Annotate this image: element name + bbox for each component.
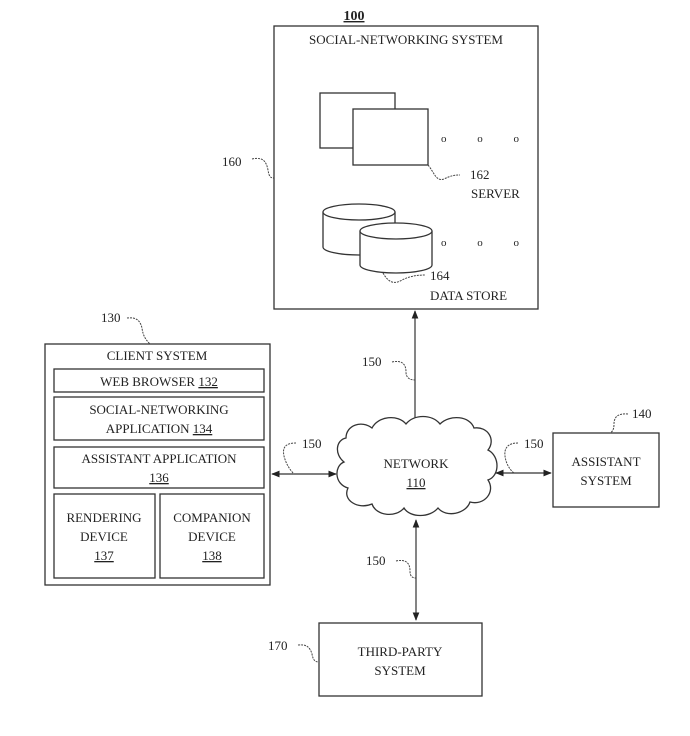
ref-164-leader <box>382 272 426 283</box>
server-ellipsis: o o o <box>441 133 533 145</box>
social-networking-app-line1: SOCIAL-NETWORKING <box>89 402 228 417</box>
link-ref-right: 150 <box>524 436 544 451</box>
assistant-application-ref: 136 <box>149 470 169 485</box>
server-ref: 162 <box>470 167 490 182</box>
data-store-ref: 164 <box>430 268 450 283</box>
figure-number: 100 <box>344 9 365 24</box>
web-browser-box <box>53 368 265 393</box>
ref-160-leader <box>251 157 275 179</box>
link-ref-bottom-leader <box>395 560 417 579</box>
social-networking-app-box <box>53 396 265 441</box>
data-store-ellipsis: o o o <box>441 237 533 249</box>
server-label: SERVER <box>471 186 520 201</box>
server-icon <box>352 108 429 166</box>
ref-140-leader <box>609 413 629 434</box>
third-party-system-ref: 170 <box>268 638 288 653</box>
ref-162-leader <box>427 164 461 181</box>
companion-device-line1: COMPANION <box>173 510 251 525</box>
ref-170-leader <box>297 644 320 663</box>
assistant-system-box <box>552 432 660 508</box>
companion-device-line2: DEVICE <box>188 529 236 544</box>
assistant-system-ref: 140 <box>632 406 652 421</box>
client-system-ref: 130 <box>101 310 121 325</box>
network-label: NETWORK <box>384 456 450 471</box>
assistant-system-line2: SYSTEM <box>580 473 632 488</box>
database-icon <box>359 222 433 274</box>
third-party-system-line1: THIRD-PARTY <box>358 644 443 659</box>
social-networking-system-title: SOCIAL-NETWORKING SYSTEM <box>309 32 503 47</box>
web-browser-label: WEB BROWSER 132 <box>100 374 218 389</box>
rendering-device-line1: RENDERING <box>66 510 141 525</box>
social-networking-app-line2: APPLICATION 134 <box>106 421 213 436</box>
link-ref-right-leader <box>504 442 519 474</box>
rendering-device-ref: 137 <box>94 548 114 563</box>
assistant-application-label: ASSISTANT APPLICATION <box>81 451 237 466</box>
companion-device-ref: 138 <box>202 548 222 563</box>
client-system-title: CLIENT SYSTEM <box>107 348 208 363</box>
companion-device-box <box>159 493 265 579</box>
rendering-device-box <box>53 493 156 579</box>
link-ref-left: 150 <box>302 436 322 451</box>
network-cloud-icon <box>336 415 498 517</box>
network-ref: 110 <box>406 475 425 490</box>
rendering-device-line2: DEVICE <box>80 529 128 544</box>
link-ref-bottom: 150 <box>366 553 386 568</box>
assistant-system-line1: ASSISTANT <box>571 454 640 469</box>
link-ref-left-leader <box>283 442 297 475</box>
social-networking-system-ref: 160 <box>222 154 242 169</box>
third-party-system-box <box>318 622 483 697</box>
link-ref-top: 150 <box>362 354 382 369</box>
third-party-system-line2: SYSTEM <box>374 663 426 678</box>
ref-130-leader <box>126 317 151 345</box>
database-icon-back <box>322 203 396 256</box>
data-store-label: DATA STORE <box>430 288 507 303</box>
assistant-application-box <box>53 446 265 489</box>
link-ref-top-leader <box>391 361 416 381</box>
